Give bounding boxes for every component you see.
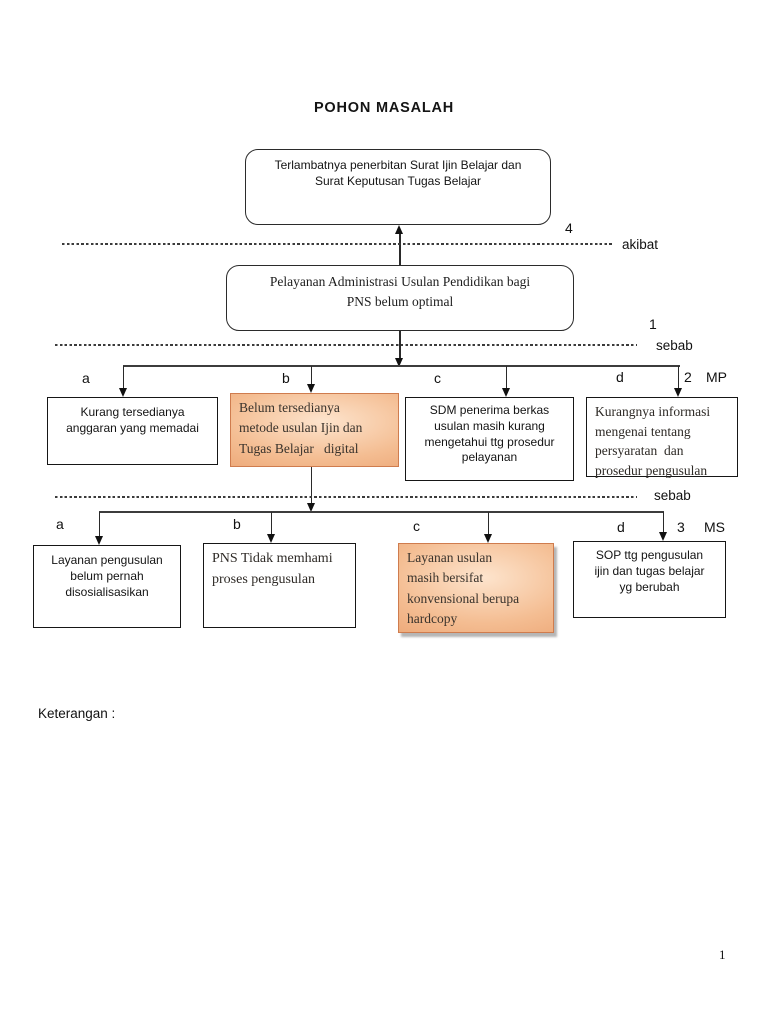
arrowhead-down-icon <box>501 388 510 397</box>
main-cause-box-b-highlighted: Belum tersedianya metode usulan Ijin dan… <box>230 393 399 467</box>
branch-letter: a <box>82 370 90 386</box>
connector-row3-c <box>487 512 489 534</box>
arrowhead-down-icon <box>395 358 403 367</box>
connector-root <box>399 234 401 265</box>
arrowhead-down-icon <box>673 388 682 397</box>
separator-akibat <box>62 243 614 245</box>
sub-cause-box-c-highlighted: Layanan usulan masih bersifat konvension… <box>398 543 554 633</box>
connector-causeb-drop <box>310 467 312 503</box>
level-number-sebab1: 1 <box>649 316 657 332</box>
main-cause-box-c: SDM penerima berkas usulan masih kurang … <box>405 397 574 481</box>
level-number-mp: 2 <box>684 369 692 385</box>
arrowhead-down-icon <box>658 532 667 541</box>
branch-letter: d <box>617 519 625 535</box>
level-label-sebab2: sebab <box>654 488 691 503</box>
sub-cause-box-d: SOP ttg pengusulan ijin dan tugas belaja… <box>573 541 726 618</box>
level-code-ms: MS <box>704 519 725 535</box>
page-number: 1 <box>719 947 726 962</box>
connector-row3-d <box>662 512 664 532</box>
arrowhead-down-icon <box>266 534 275 543</box>
effect-box: Terlambatnya penerbitan Surat Ijin Belaj… <box>245 149 551 225</box>
level-code-mp: MP <box>706 369 727 385</box>
connector-problem-drop <box>399 331 401 358</box>
branch-letter: c <box>413 518 420 534</box>
keterangan-label: Keterangan : <box>38 706 116 721</box>
branch-letter: a <box>56 516 64 532</box>
arrowhead-down-icon <box>306 384 315 393</box>
arrowhead-down-icon <box>94 536 103 545</box>
arrowhead-down-icon <box>306 503 315 512</box>
branch-letter: b <box>282 370 290 386</box>
separator-sebab1 <box>55 344 637 346</box>
connector-row2-a <box>122 366 124 388</box>
separator-sebab2 <box>55 496 637 498</box>
level-label-sebab1: sebab <box>656 338 693 353</box>
connector-row3-a <box>98 512 100 536</box>
connector-row2-d <box>677 366 679 388</box>
sub-cause-box-a: Layanan pengusulan belum pernah disosial… <box>33 545 181 628</box>
connector-row2-rail <box>123 365 680 367</box>
main-cause-box-d: Kurangnya informasi mengenai tentang per… <box>586 397 738 478</box>
connector-row3-rail <box>99 511 664 513</box>
core-problem-box: Pelayanan Administrasi Usulan Pendidikan… <box>226 265 574 331</box>
branch-letter: c <box>434 370 441 386</box>
level-number-ms: 3 <box>677 519 685 535</box>
connector-row2-b <box>310 366 312 384</box>
branch-letter: b <box>233 516 241 532</box>
sub-cause-box-b: PNS Tidak memhami proses pengusulan <box>203 543 356 628</box>
arrowhead-up-icon <box>395 225 403 234</box>
arrowhead-down-icon <box>118 388 127 397</box>
connector-row3-b <box>270 512 272 534</box>
arrowhead-down-icon <box>483 534 492 543</box>
level-label-akibat: akibat <box>622 237 659 252</box>
level-number-akibat: 4 <box>565 220 573 236</box>
branch-letter: d <box>616 369 624 385</box>
page-title: POHON MASALAH <box>313 100 455 116</box>
connector-row2-c <box>505 366 507 388</box>
main-cause-box-a: Kurang tersedianya anggaran yang memadai <box>47 397 218 465</box>
